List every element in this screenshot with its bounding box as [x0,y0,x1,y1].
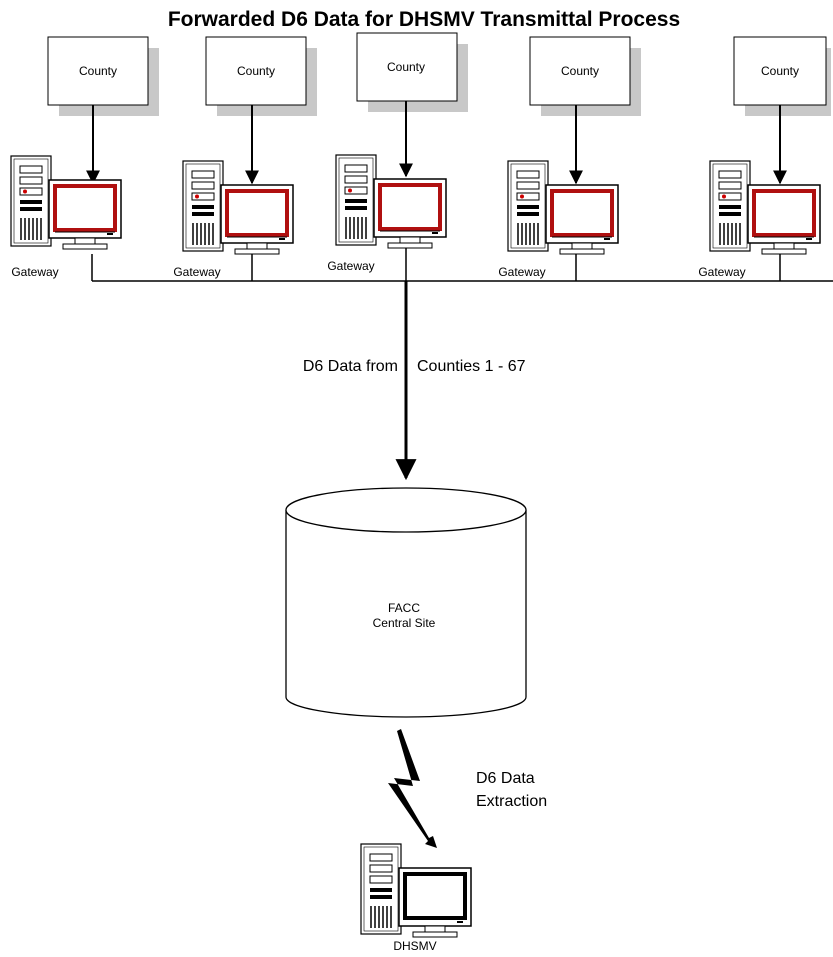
county-label: County [79,64,117,78]
county-box-2: County [205,36,317,116]
gateway-workstation-2 [181,159,295,256]
dhsmv-label: DHSMV [393,939,436,953]
county-arrows [86,101,787,185]
county-label: County [237,64,275,78]
gateway-workstation-1 [9,154,123,251]
county-label: County [561,64,599,78]
gateway-label-1: Gateway [11,265,58,279]
network-bus [91,248,833,282]
county-box-1: County [47,36,159,116]
flow-label-left: D6 Data from [303,358,398,375]
gateway-workstation-5 [708,159,822,256]
flow-label-right: Counties 1 - 67 [417,358,526,375]
county-box-4: County [529,36,641,116]
gateway-label-5: Gateway [698,265,745,279]
gateway-workstation-3 [334,153,448,250]
county-label: County [761,64,799,78]
gateway-label-4: Gateway [498,265,545,279]
database-label-line2: Central Site [373,616,436,630]
gateway-label-2: Gateway [173,265,220,279]
county-box-3: County [356,32,468,112]
dhsmv-workstation [359,842,473,939]
county-box-5: County [733,36,831,116]
extraction-label-line2: Extraction [476,793,547,810]
facc-database-icon: FACC Central Site [285,487,527,718]
extraction-label-line1: D6 Data [476,770,535,787]
database-label-line1: FACC [388,601,420,615]
lightning-link-icon [388,729,437,848]
diagram-title: Forwarded D6 Data for DHSMV Transmittal … [168,8,680,31]
gateway-label-3: Gateway [327,259,374,273]
gateway-workstation-4 [506,159,620,256]
county-label: County [387,60,425,74]
